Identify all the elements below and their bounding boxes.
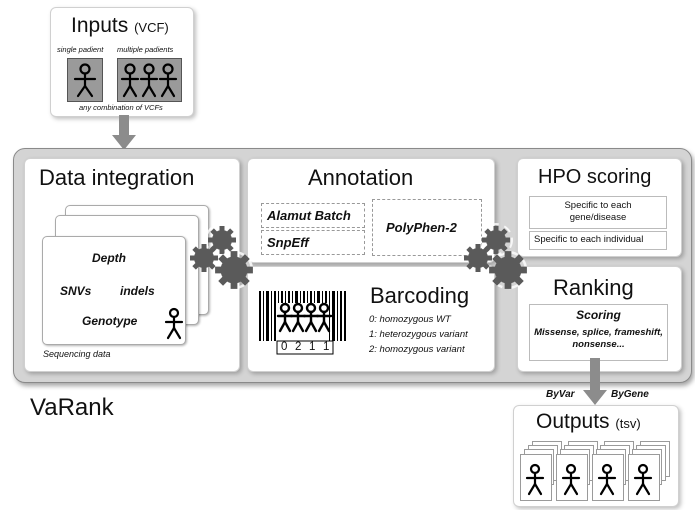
single-patient-icon [67, 58, 103, 102]
barcode-digit: 2 [295, 341, 302, 353]
gene-disease-box: Specific to each gene/disease [529, 196, 667, 229]
barcode-digit: 1 [309, 341, 316, 353]
single-patient-label: single padient [57, 45, 104, 54]
barcoding-title: Barcoding [370, 283, 470, 308]
depth-label: Depth [92, 251, 126, 265]
arrow-down-icon [112, 115, 136, 150]
person-icon [164, 307, 184, 340]
barcode-legend-item: 1: heterozygous variant [369, 329, 468, 340]
bygene-label: ByGene [611, 389, 649, 400]
polyphen-label: PolyPhen-2 [386, 220, 457, 235]
outputs-subtitle: (tsv) [615, 416, 641, 431]
barcode-legend-item: 2: homozygous variant [369, 344, 465, 355]
hpo-scoring-title: HPO scoring [538, 166, 652, 188]
gears-icon [190, 223, 254, 290]
inputs-panel: Inputs (VCF) single padient multiple pad… [50, 7, 194, 117]
combination-label: any combination of VCFs [79, 103, 163, 112]
snpeff-label: SnpEff [267, 235, 309, 250]
sequencing-data-caption: Sequencing data [43, 349, 111, 359]
barcode-digit: 0 [281, 341, 288, 353]
annotation-title: Annotation [308, 165, 414, 190]
snvs-label: SNVs [60, 284, 92, 298]
multiple-patients-icon [117, 58, 182, 102]
snpeff-box: SnpEff [261, 230, 365, 255]
alamut-batch-box: Alamut Batch [261, 203, 365, 228]
byvar-label: ByVar [546, 389, 575, 400]
outputs-title: Outputs (tsv) [536, 410, 641, 433]
multiple-patients-label: multiple padients [117, 45, 174, 54]
output-file [592, 454, 624, 501]
data-integration-panel: Data integration Depth SNVs indels Genot… [24, 158, 240, 372]
barcode-graphic: 0 2 1 1 [259, 291, 347, 355]
barcode-digit: 1 [323, 341, 330, 353]
output-person-icons [525, 463, 653, 496]
alamut-batch-label: Alamut Batch [267, 208, 351, 223]
tool-name-label: VaRank [30, 394, 114, 421]
gene-disease-label: Specific to each gene/disease [564, 200, 632, 223]
inputs-subtitle: (VCF) [134, 20, 169, 35]
indels-label: indels [120, 284, 155, 298]
arrow-down-icon [583, 358, 607, 405]
genotype-label: Genotype [82, 314, 138, 328]
scoring-label: Scoring [576, 308, 621, 322]
variant-categories-label: Missense, splice, frameshift, nonsense..… [534, 327, 663, 350]
inputs-title: Inputs (VCF) [71, 14, 169, 37]
data-integration-title: Data integration [39, 165, 195, 190]
individual-box: Specific to each individual [529, 231, 667, 250]
scoring-box: Scoring Missense, splice, frameshift, no… [529, 304, 668, 361]
outputs-panel: Outputs (tsv) [513, 405, 679, 507]
hpo-scoring-panel: HPO scoring Specific to each gene/diseas… [517, 158, 682, 257]
ranking-title: Ranking [553, 275, 634, 300]
annotation-panel: Annotation Alamut Batch SnpEff PolyPhen-… [247, 158, 495, 263]
barcoding-panel: Barcoding [247, 266, 495, 372]
data-sheet-front: Depth SNVs indels Genotype [42, 236, 186, 345]
gears-icon [464, 223, 528, 290]
barcode-legend-item: 0: homozygous WT [369, 314, 451, 325]
polyphen-box: PolyPhen-2 [372, 199, 482, 256]
ranking-panel: Ranking Scoring Missense, splice, frames… [517, 266, 682, 372]
individual-label: Specific to each individual [534, 234, 644, 245]
